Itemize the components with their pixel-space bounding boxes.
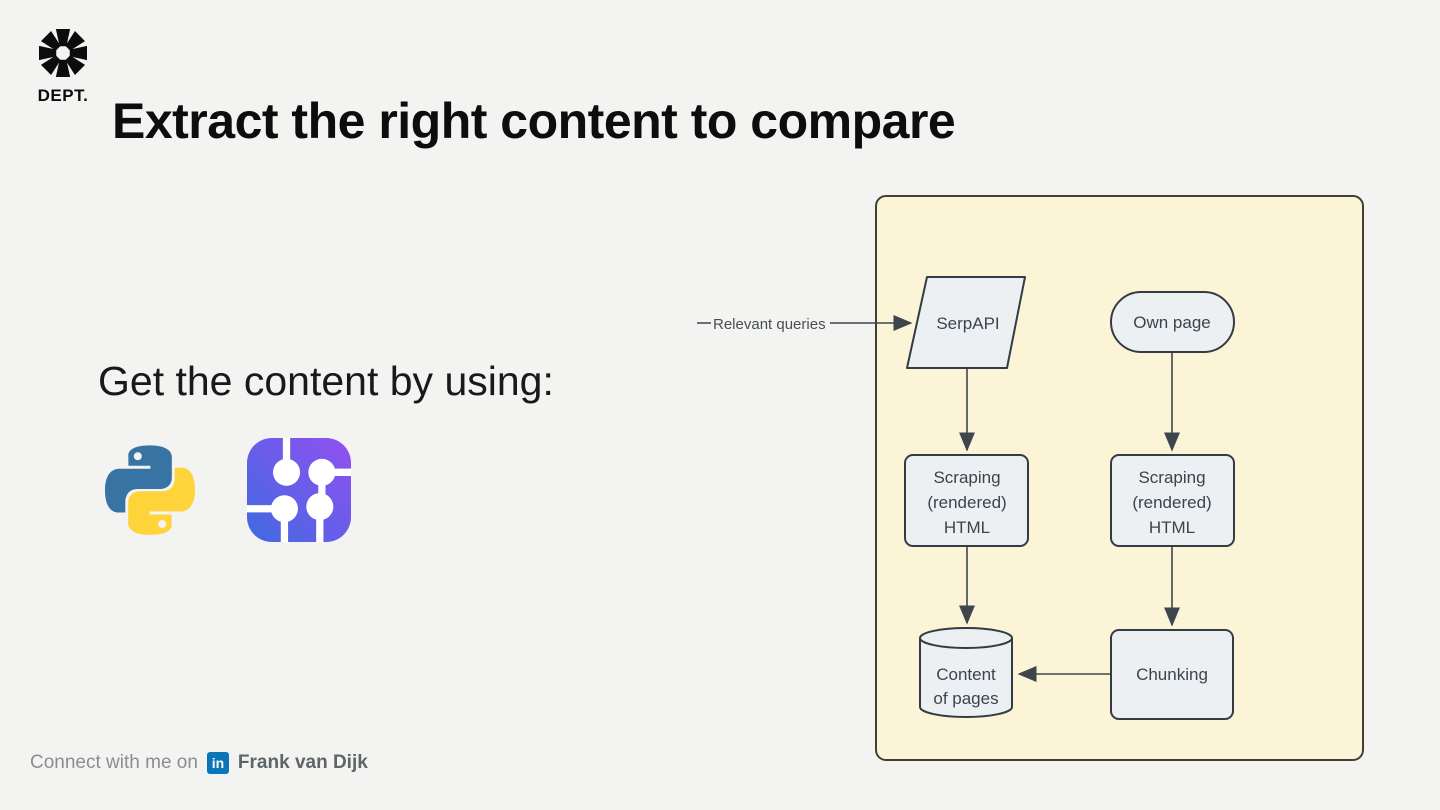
node-scraping-right-line2: (rendered) [1132,493,1211,512]
flowchart: Relevant queries SerpAPI Own page Scrapi… [697,195,1364,761]
node-scraping-left [904,454,1029,547]
footer-prefix: Connect with me on [30,752,198,773]
node-content-of-pages: Content of pages [919,627,1013,718]
input-label: Relevant queries [713,316,826,333]
python-icon [104,445,196,535]
node-scraping-left-line3: HTML [944,518,990,537]
node-content-line1: Content [936,665,996,684]
flow-edges [697,315,1180,682]
node-chunking-label: Chunking [1136,665,1208,684]
node-serpapi-label: SerpAPI [936,314,999,333]
node-own-page [1110,291,1235,353]
subtitle: Get the content by using: [98,358,554,404]
tool-logos [99,437,351,543]
footer-linkedin-name[interactable]: Frank van Dijk [237,752,368,773]
page-title: Extract the right content to compare [112,93,956,149]
node-content-line2: of pages [933,689,998,708]
dept-wordmark: DEPT. [37,86,89,105]
footer: Connect with me on in Frank van Dijk [30,752,368,774]
node-scraping-left-line1: Scraping [933,468,1000,487]
dept-logo: DEPT. [34,26,92,106]
node-own-page-label: Own page [1133,313,1211,332]
node-scraping-left-line2: (rendered) [927,493,1006,512]
node-chunking [1110,629,1234,720]
node-scraping-right-line3: HTML [1149,518,1195,537]
dept-star-icon [39,29,87,77]
langgraph-icon [247,438,351,542]
node-scraping-right [1110,454,1235,547]
node-scraping-right-line1: Scraping [1138,468,1205,487]
node-serpapi [906,276,1026,369]
linkedin-icon[interactable]: in [206,752,229,774]
input-label-mask [711,314,830,332]
